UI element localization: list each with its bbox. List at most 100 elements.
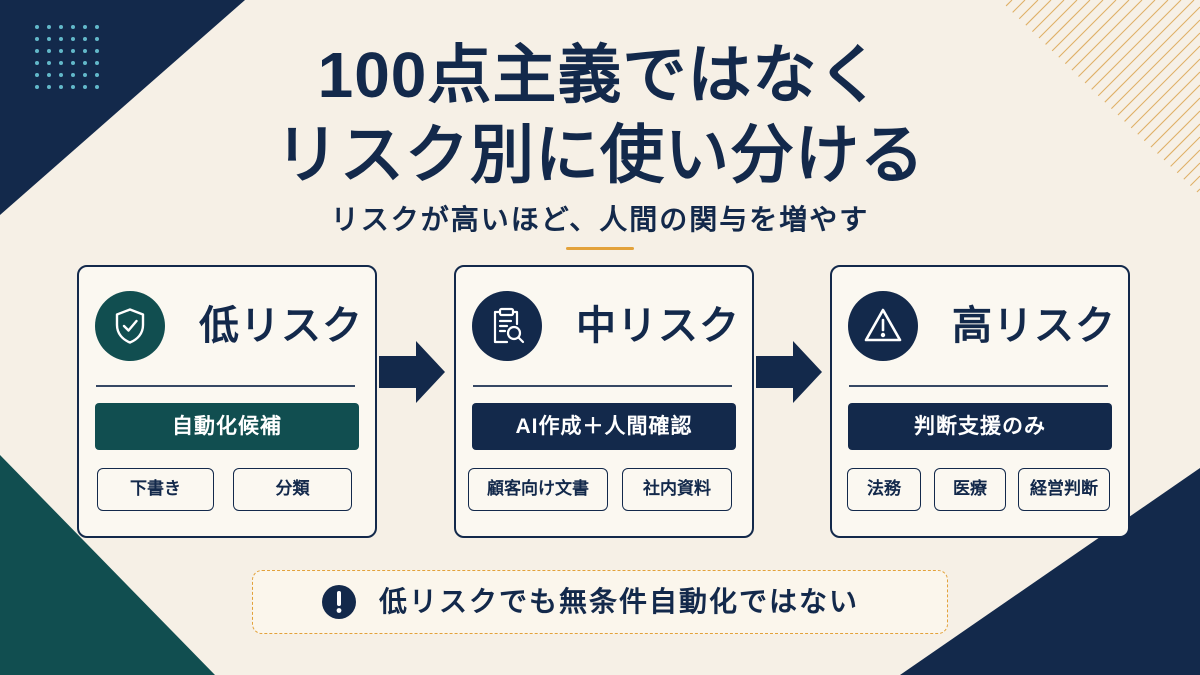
gold-diagonal-line — [1163, 123, 1200, 161]
icon-circle — [472, 291, 542, 361]
caution-note: 低リスクでも無条件自動化ではない — [252, 570, 948, 634]
decor-dot — [47, 85, 51, 89]
decor-dot — [59, 37, 63, 41]
gold-diagonal-line — [1038, 0, 1078, 39]
example-tag: 経営判断 — [1018, 468, 1110, 511]
example-tag: 法務 — [847, 468, 921, 511]
risk-card-low: 低リスク 自動化候補 下書き 分類 — [77, 265, 377, 538]
action-bar: AI作成＋人間確認 — [472, 403, 736, 450]
gold-diagonal-line — [1071, 0, 1143, 71]
gold-diagonal-line — [1196, 188, 1200, 193]
decor-dot — [95, 85, 99, 89]
decor-dot — [35, 61, 39, 65]
gold-diagonal-line — [1124, 45, 1200, 122]
action-bar: 判断支援のみ — [848, 403, 1112, 450]
gold-diagonal-line — [1012, 0, 1026, 13]
divider — [96, 385, 355, 387]
decor-dot — [59, 49, 63, 53]
gold-diagonal-line — [1005, 0, 1013, 7]
gold-diagonal-line — [1091, 0, 1182, 90]
example-tag: 下書き — [97, 468, 214, 511]
gold-diagonal-line — [1170, 136, 1200, 167]
example-tag: 社内資料 — [622, 468, 732, 511]
gold-diagonal-line — [1143, 84, 1200, 142]
decor-dot — [59, 61, 63, 65]
decor-dot — [95, 25, 99, 29]
bottom-left-teal-triangle — [0, 455, 215, 675]
divider — [473, 385, 732, 387]
title-line-2: リスク別に使い分ける — [275, 119, 925, 191]
gold-diagonal-line — [1045, 0, 1091, 45]
title-line-1: 100点主義ではなく — [317, 39, 883, 111]
gold-diagonal-line — [1189, 175, 1200, 187]
decor-dot — [47, 73, 51, 77]
decor-dot — [71, 25, 75, 29]
gold-diagonal-lines — [1005, 0, 1200, 193]
card-heading: 低リスク — [199, 304, 363, 348]
gold-diagonal-line — [1018, 0, 1039, 20]
decor-dot — [35, 25, 39, 29]
risk-card-high: 高リスク 判断支援のみ 法務 医療 経営判断 — [830, 265, 1130, 538]
decor-dot — [71, 37, 75, 41]
action-bar: 自動化候補 — [95, 403, 359, 450]
example-tag: 顧客向け文書 — [468, 468, 608, 511]
decor-dot — [95, 37, 99, 41]
example-tag: 医療 — [934, 468, 1006, 511]
decor-dot — [35, 73, 39, 77]
subtitle: リスクが高いほど、人間の関与を増やす — [330, 204, 870, 235]
subtitle-underline — [566, 247, 634, 250]
decor-dot — [71, 49, 75, 53]
decor-dot — [59, 85, 63, 89]
risk-card-medium: 中リスク AI作成＋人間確認 顧客向け文書 社内資料 — [454, 265, 754, 538]
page-title: 100点主義ではなく リスク別に使い分ける — [0, 35, 1200, 195]
gold-diagonal-line — [1137, 71, 1200, 135]
decor-dot — [71, 61, 75, 65]
decor-dot — [95, 49, 99, 53]
note-text: 低リスクでも無条件自動化ではない — [379, 586, 860, 617]
decor-dot — [71, 73, 75, 77]
decor-dot — [47, 25, 51, 29]
gold-diagonal-line — [1032, 0, 1065, 32]
decor-dot — [35, 37, 39, 41]
decor-dot — [95, 61, 99, 65]
decor-dot — [47, 61, 51, 65]
gold-diagonal-line — [1157, 110, 1200, 154]
decor-dot — [83, 85, 87, 89]
gold-diagonal-line — [1176, 149, 1200, 174]
decor-dot — [71, 85, 75, 89]
decor-dot — [35, 49, 39, 53]
divider — [849, 385, 1108, 387]
gold-diagonal-line — [1051, 0, 1104, 52]
decor-dot — [47, 49, 51, 53]
gold-diagonal-line — [1104, 6, 1200, 103]
dot-grid — [35, 25, 99, 89]
decor-dot — [83, 61, 87, 65]
gold-diagonal-line — [1150, 97, 1200, 148]
gold-diagonal-line — [1058, 0, 1117, 58]
gold-diagonal-line — [1183, 162, 1200, 180]
decor-dot — [83, 73, 87, 77]
decor-dot — [59, 25, 63, 29]
shield-check-icon — [115, 308, 145, 344]
arrow-right-icon — [756, 341, 822, 403]
warning-icon — [864, 308, 902, 342]
icon-circle — [95, 291, 165, 361]
decor-dot — [47, 37, 51, 41]
decor-dot — [35, 85, 39, 89]
gold-diagonal-line — [1084, 0, 1169, 84]
gold-diagonal-line — [1064, 0, 1130, 65]
gold-diagonal-line — [1130, 58, 1200, 129]
icon-circle — [848, 291, 918, 361]
gold-diagonal-line — [1078, 0, 1156, 77]
clipboard-search-icon — [493, 307, 525, 344]
exclamation-circle-icon — [322, 585, 356, 619]
decor-dot — [83, 25, 87, 29]
example-tag: 分類 — [233, 468, 352, 511]
card-heading: 中リスク — [576, 304, 740, 348]
decor-dot — [95, 73, 99, 77]
decor-dot — [59, 73, 63, 77]
gold-diagonal-line — [1025, 0, 1052, 26]
top-left-navy-triangle — [0, 0, 245, 215]
decor-dot — [83, 37, 87, 41]
gold-diagonal-line — [1097, 0, 1195, 97]
